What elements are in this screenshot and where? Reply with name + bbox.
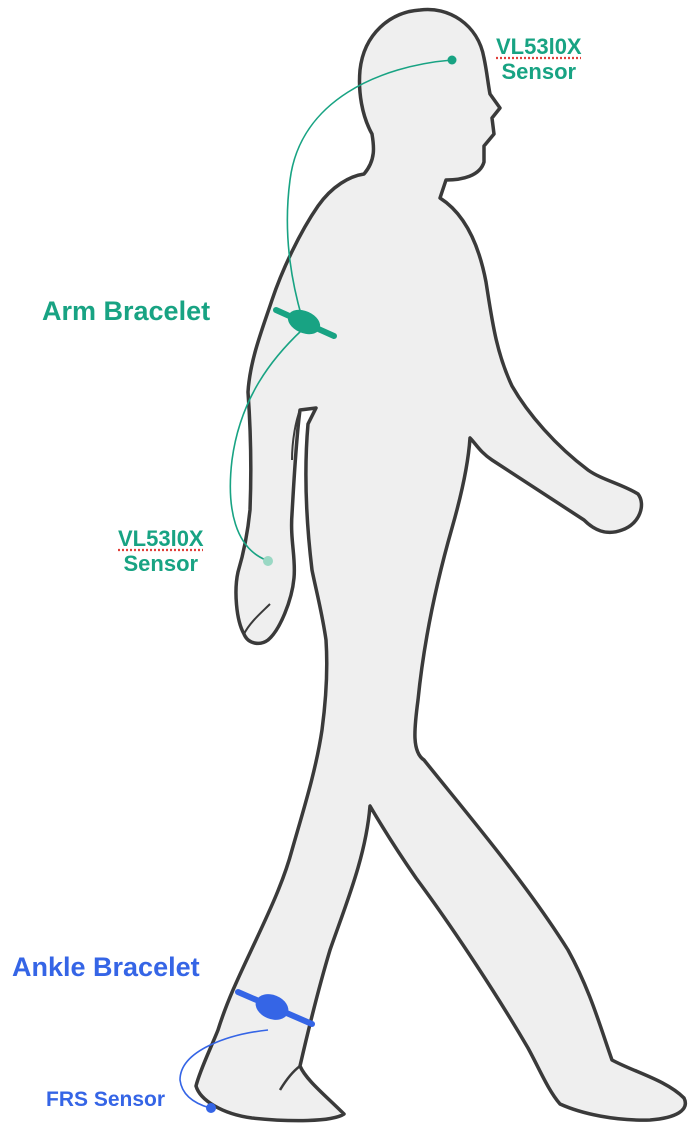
head-sensor-model: VL53l0X [496,34,582,59]
arm-bracelet-label: Arm Bracelet [42,296,210,327]
wrist-sensor-caption: Sensor [118,551,204,576]
head-sensor-caption: Sensor [496,59,582,84]
head-sensor-dot [448,56,457,65]
head-sensor-label: VL53l0X Sensor [496,34,582,85]
frs-sensor-label: FRS Sensor [46,1088,165,1112]
wrist-sensor-label: VL53l0X Sensor [118,526,204,577]
wrist-sensor-model: VL53l0X [118,526,204,551]
frs-sensor-dot [206,1103,216,1113]
wrist-sensor-dot [263,556,273,566]
ankle-bracelet-label: Ankle Bracelet [12,952,200,983]
